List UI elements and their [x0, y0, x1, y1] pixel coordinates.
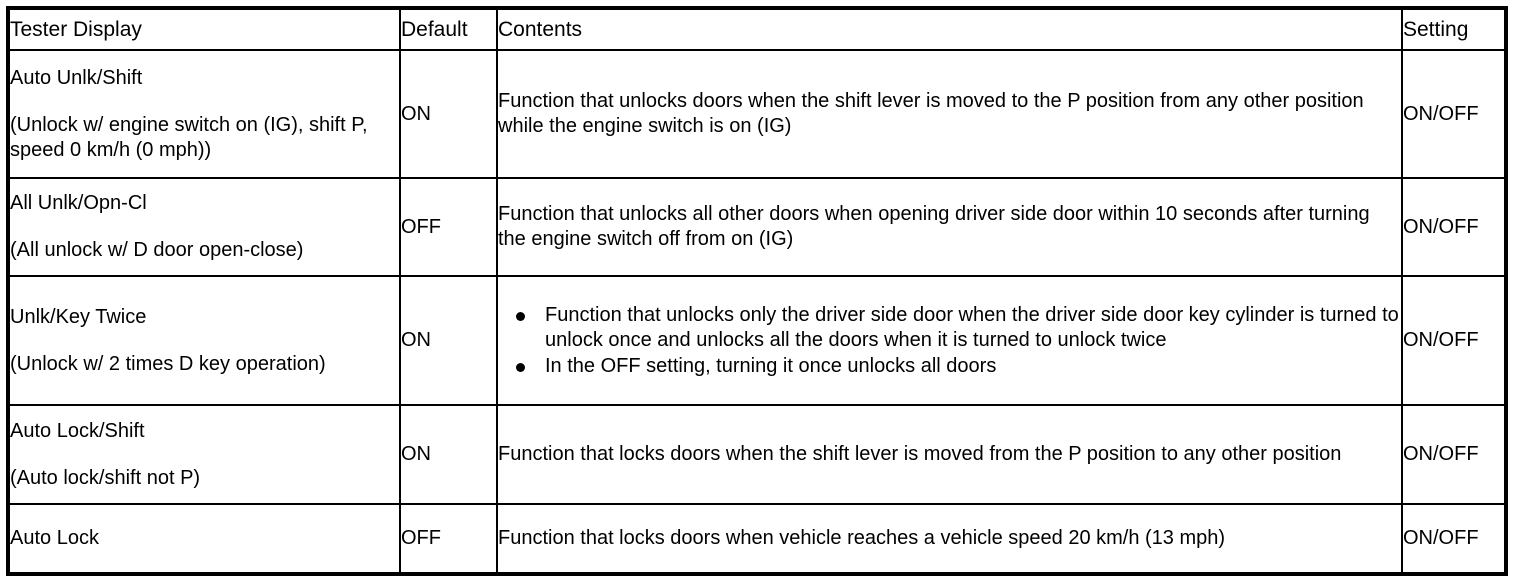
contents-text: In the OFF setting, turning it once unlo… [545, 354, 997, 377]
list-item: In the OFF setting, turning it once unlo… [513, 354, 1401, 379]
tester-display-settings-table: Tester Display Default Contents Setting … [6, 6, 1508, 576]
tester-display-description: (Auto lock/shift not P) [10, 466, 201, 489]
table-header-row: Tester Display Default Contents Setting [7, 7, 1507, 51]
cell-default-value: OFF [399, 177, 498, 277]
tester-display-name: Auto Lock/Shift [10, 419, 145, 442]
cell-setting-value: ON/OFF [1401, 49, 1507, 179]
column-header-setting: Setting [1401, 7, 1507, 51]
tester-display-name: Auto Unlk/Shift [10, 66, 143, 89]
column-header-default: Default [399, 7, 498, 51]
table-row: All Unlk/Opn-Cl (All unlock w/ D door op… [7, 177, 1507, 277]
cell-contents: Function that locks doors when the shift… [496, 404, 1403, 505]
cell-contents: Function that unlocks only the driver si… [496, 275, 1403, 406]
table-body: Auto Unlk/Shift (Unlock w/ engine switch… [7, 49, 1507, 575]
tester-display-description: (Unlock w/ engine switch on (IG), shift … [10, 113, 368, 161]
table-row: Auto Lock/Shift (Auto lock/shift not P) … [7, 404, 1507, 505]
cell-tester-display: Unlk/Key Twice (Unlock w/ 2 times D key … [7, 275, 401, 406]
cell-tester-display: Auto Lock/Shift (Auto lock/shift not P) [7, 404, 401, 505]
tester-display-name: All Unlk/Opn-Cl [10, 192, 147, 214]
cell-setting-value: ON/OFF [1401, 177, 1507, 277]
cell-tester-display: Auto Unlk/Shift (Unlock w/ engine switch… [7, 49, 401, 179]
cell-contents: Function that unlocks all other doors wh… [496, 177, 1403, 277]
contents-text: Function that locks doors when vehicle r… [498, 527, 1226, 549]
table-row: Auto Lock OFF Function that locks doors … [7, 503, 1507, 575]
bullet-icon [516, 362, 525, 372]
tester-display-description: (Unlock w/ 2 times D key operation) [10, 352, 326, 375]
table-row: Auto Unlk/Shift (Unlock w/ engine switch… [7, 49, 1507, 179]
column-header-contents: Contents [496, 7, 1403, 51]
cell-tester-display: Auto Lock [7, 503, 401, 575]
cell-default-value: ON [399, 404, 498, 505]
contents-text: Function that unlocks only the driver si… [545, 303, 1399, 351]
contents-bullet-list: Function that unlocks only the driver si… [498, 303, 1401, 379]
bullet-icon [516, 311, 525, 321]
cell-setting-value: ON/OFF [1401, 404, 1507, 505]
cell-default-value: ON [399, 275, 498, 406]
column-header-tester-display: Tester Display [7, 7, 401, 51]
contents-text: Function that unlocks all other doors wh… [498, 203, 1370, 250]
table-row: Unlk/Key Twice (Unlock w/ 2 times D key … [7, 275, 1507, 406]
contents-text: Function that locks doors when the shift… [498, 443, 1342, 465]
tester-display-description: (All unlock w/ D door open-close) [10, 239, 304, 261]
list-item: Function that unlocks only the driver si… [513, 303, 1401, 353]
contents-text: Function that unlocks doors when the shi… [498, 90, 1364, 137]
table-header: Tester Display Default Contents Setting [7, 7, 1507, 51]
cell-default-value: ON [399, 49, 498, 179]
tester-display-name: Unlk/Key Twice [10, 305, 147, 328]
cell-setting-value: ON/OFF [1401, 275, 1507, 406]
cell-contents: Function that locks doors when vehicle r… [496, 503, 1403, 575]
tester-display-name: Auto Lock [10, 527, 99, 549]
cell-tester-display: All Unlk/Opn-Cl (All unlock w/ D door op… [7, 177, 401, 277]
cell-contents: Function that unlocks doors when the shi… [496, 49, 1403, 179]
cell-default-value: OFF [399, 503, 498, 575]
cell-setting-value: ON/OFF [1401, 503, 1507, 575]
